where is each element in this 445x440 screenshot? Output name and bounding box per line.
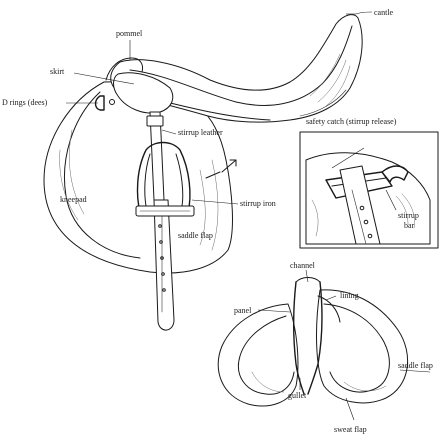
label-gullet: gullet [288, 391, 307, 400]
label-stirrup-bar-line2: bar [404, 221, 415, 230]
label-stirrup-leather: stirrup leather [178, 128, 223, 137]
label-stirrup-iron: stirrup iron [240, 199, 276, 208]
label-sweat-flap: sweat flap [334, 425, 367, 434]
label-cantle: cantle [374, 8, 394, 17]
label-pommel: pommel [116, 29, 143, 38]
underside-view-saddle [218, 278, 407, 406]
safety-catch-inset [300, 132, 438, 248]
label-safety-catch: safety catch (stirrup release) [306, 117, 397, 126]
label-stirrup-bar-line1: stirrup [398, 211, 419, 220]
label-panel: panel [234, 306, 252, 315]
label-skirt: skirt [50, 67, 65, 76]
label-channel: channel [290, 261, 316, 270]
label-kneepad: kneepad [60, 195, 87, 204]
label-lining: lining [340, 291, 359, 300]
label-saddle-flap-main: saddle flap [178, 231, 213, 240]
label-d-rings: D rings (dees) [2, 98, 48, 107]
label-saddle-flap-under: saddle flap [398, 361, 433, 370]
